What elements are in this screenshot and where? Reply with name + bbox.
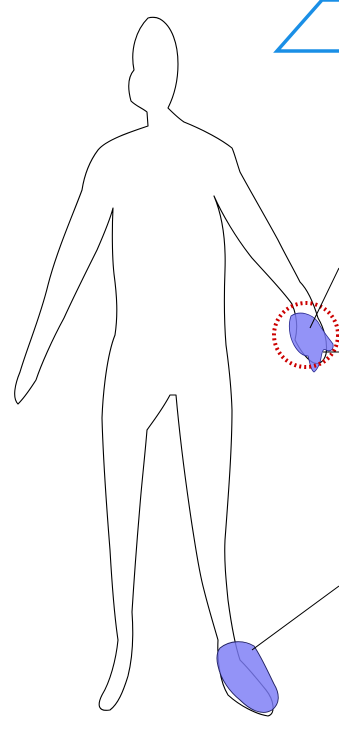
hand-highlight [289, 313, 333, 372]
body-outline [15, 17, 327, 716]
hand-callout-line [310, 268, 339, 328]
foot-callout-line [252, 586, 339, 650]
foot-highlight [217, 642, 278, 713]
speech-bubble-outline [277, 0, 339, 51]
